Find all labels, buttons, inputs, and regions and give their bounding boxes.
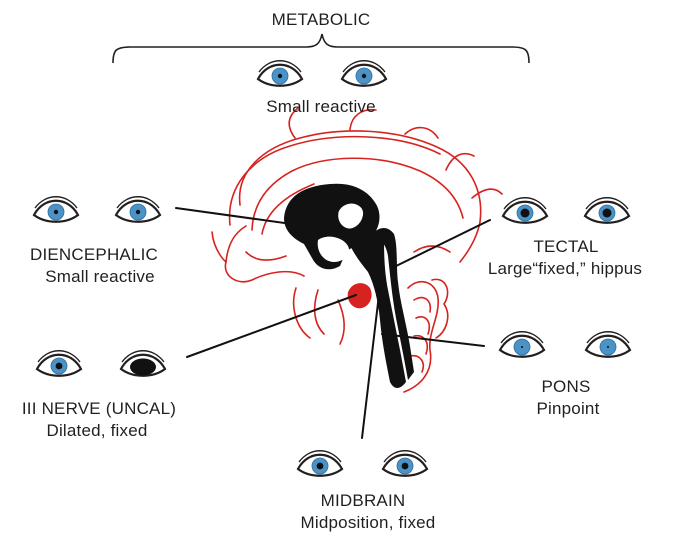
- midbrain-title: MIDBRAIN: [321, 490, 406, 511]
- pons-eye-left: [500, 332, 544, 357]
- diencephalic-eye-right: [116, 197, 160, 222]
- metabolic-eye-right: [342, 61, 386, 86]
- third-nerve-eye-dilated: [121, 351, 165, 376]
- pons-eye-right: [586, 332, 630, 357]
- metabolic-title: METABOLIC: [272, 9, 371, 30]
- brainstem: [284, 184, 414, 388]
- tectal-description: Large“fixed,” hippus: [488, 258, 642, 279]
- third-nerve-description: Dilated, fixed: [46, 420, 147, 441]
- metabolic-brace: [113, 34, 529, 63]
- diencephalic-description: Small reactive: [45, 266, 155, 287]
- midbrain-description: Midposition, fixed: [301, 512, 436, 533]
- third-nerve-eye-left: [37, 351, 81, 376]
- diencephalic-eye-left: [34, 197, 78, 222]
- metabolic-eye-left: [258, 61, 302, 86]
- third-nerve-title: III NERVE (UNCAL): [22, 398, 176, 419]
- pons-description: Pinpoint: [536, 398, 599, 419]
- tectal-eye-left: [503, 198, 547, 223]
- pons-title: PONS: [542, 376, 591, 397]
- metabolic-description: Small reactive: [266, 96, 376, 117]
- tectal-eye-right: [585, 198, 629, 223]
- tectal-title: TECTAL: [533, 236, 598, 257]
- diencephalic-title: DIENCEPHALIC: [30, 244, 158, 265]
- midbrain-eye-left: [298, 451, 342, 476]
- midbrain-eye-right: [383, 451, 427, 476]
